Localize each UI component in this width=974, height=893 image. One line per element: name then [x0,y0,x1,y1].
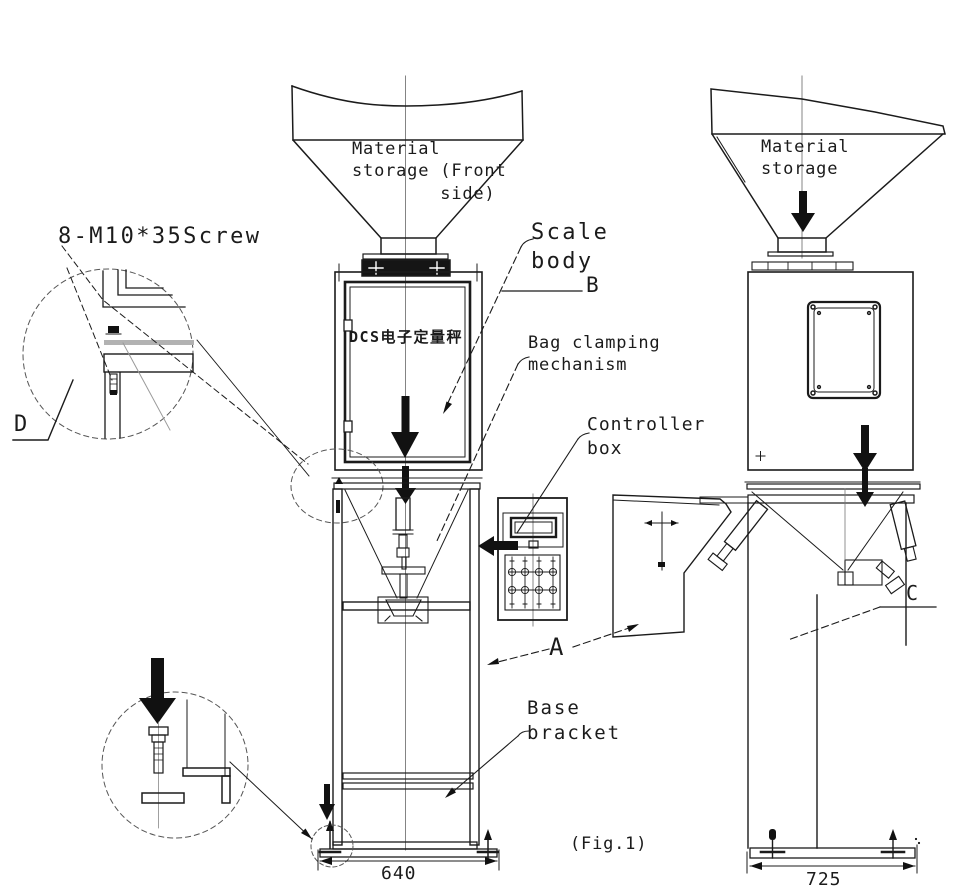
small-down-arrow [319,784,335,820]
dimension-640: 640 [381,863,417,884]
side-base [749,829,921,859]
screw-label: 8-M10*35Screw [58,224,262,249]
marker-d: D [14,412,28,437]
anchor-detail-bubble [310,824,354,868]
detail-d-connector [196,339,310,477]
front-stand [331,477,483,846]
marker-a: A [549,633,564,661]
dcs-panel-label: DCS电子定量秤 [348,328,464,346]
door-hinge [343,420,353,433]
controller-display [509,516,558,539]
door-hinge [343,319,353,332]
scale-body-leader [444,246,522,410]
dimension-725: 725 [806,869,842,890]
detail-base-connector [229,761,313,840]
junction-detail-bubble [290,448,384,524]
controller-keypad [504,554,561,611]
screw-leader-2 [66,267,113,381]
big-down-arrow [139,658,176,724]
base-bracket-leader [447,735,519,797]
front-base [318,820,500,859]
figure-caption: (Fig.1) [570,834,648,854]
bag-clamping-label: Bag clamping mechanism [528,333,661,376]
dimension-725-lines [746,844,918,874]
front-view [290,75,525,871]
dimension-640-lines [317,849,500,871]
left-pointing-arrow [478,536,518,556]
marker-d-leader [12,379,74,441]
material-storage-side-label: Material storage [761,137,850,180]
scale-body-label: Scale body [531,220,610,275]
controller-box-label: Controller box [587,414,706,459]
side-view [699,75,946,874]
screw-leader-1 [61,245,309,465]
marker-a-leader-left [489,648,550,665]
base-bracket-label: Base bracket [527,697,622,745]
side-hopper [710,88,946,257]
side-stand [699,468,921,849]
side-bag-clamp [707,488,917,595]
marker-c: C [906,581,919,605]
marker-c-leader [787,606,881,641]
detail-d [12,245,310,477]
material-storage-front-label: Material storage (Front side) [352,139,507,204]
flow-down-arrow [395,466,416,504]
discharge-chute-drawing [612,494,732,638]
controller-box-drawing [478,493,568,627]
small-down-arrow [856,468,874,507]
flow-down-arrow [391,396,419,458]
annotation-leaders [435,238,937,798]
front-scale-body [334,263,483,471]
front-bag-clamp [377,497,429,624]
side-window [806,300,882,400]
detail-base-anchor [101,658,313,840]
bag-clamp-leader [435,363,519,544]
side-scale-body [747,261,914,472]
controller-leader [516,438,579,534]
flow-down-arrow [791,191,815,232]
flow-down-arrow [853,425,877,472]
marker-a-leader-right [572,625,636,648]
marker-b: B [586,273,599,297]
